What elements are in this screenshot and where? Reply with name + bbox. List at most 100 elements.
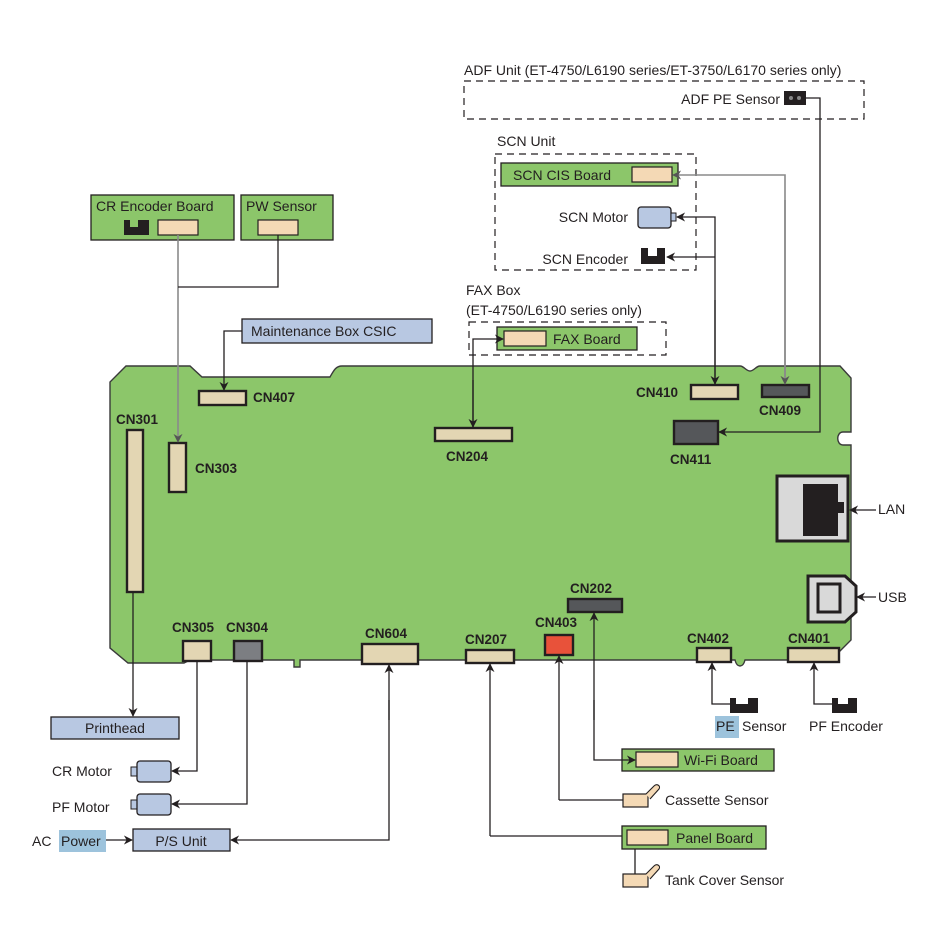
adf-unit-group: ADF Unit (ET-4750/L6190 series/ET-3750/L…: [463, 62, 865, 120]
printhead: Printhead: [50, 716, 180, 740]
pe-sensor-label: Sensor: [742, 718, 787, 734]
cr-encoder-board: CR Encoder Board: [90, 194, 235, 241]
ps-unit-label: P/S Unit: [155, 833, 206, 849]
wifi-board-label: Wi-Fi Board: [684, 752, 758, 768]
pe-sensor-prefix: PE: [716, 718, 735, 734]
pw-sensor-label: PW Sensor: [246, 198, 317, 214]
fax-box-sublabel: (ET-4750/L6190 series only): [466, 302, 642, 318]
ac-power-label: Power: [61, 833, 101, 849]
ps-unit: P/S Unit: [132, 828, 231, 852]
cr-motor-label: CR Motor: [52, 763, 112, 779]
usb-label: USB: [878, 589, 907, 605]
cn401-connector: [786, 646, 841, 664]
wire-cn604-ps: [230, 700, 390, 845]
cn304-connector: [232, 639, 264, 663]
scn-cis-connector: [631, 166, 673, 183]
fax-box-box: [468, 321, 667, 356]
cn410-connector: [689, 383, 740, 401]
scn-encoder-icon: [641, 248, 665, 264]
cn207-connector: [464, 648, 516, 665]
pe-sensor-icon: [730, 698, 758, 713]
scn-motor-icon: [637, 206, 677, 229]
wire-pw-cn303: [178, 235, 279, 288]
tank-cover-sensor-label: Tank Cover Sensor: [665, 872, 784, 888]
cn409-connector: [760, 383, 811, 399]
cn402-label: CN402: [687, 631, 729, 646]
wire-cn402-pe: [707, 662, 731, 705]
wire-maint-cn407: [219, 330, 242, 391]
cn411-connector: [672, 419, 720, 446]
cn301-connector: [125, 428, 145, 594]
ac-power-prefix: AC: [32, 833, 51, 849]
cn403-connector: [543, 633, 575, 657]
cn402-connector: [695, 646, 733, 664]
cn604-label: CN604: [365, 626, 408, 641]
main-board: [109, 365, 852, 668]
wire-adf-cn411: [718, 97, 821, 437]
cn305-connector: [181, 639, 213, 663]
cn204-label: CN204: [446, 449, 489, 464]
pf-encoder-icon: [832, 698, 857, 713]
cn410-label: CN410: [636, 385, 678, 400]
scn-encoder-label: SCN Encoder: [542, 251, 628, 267]
cn202-label: CN202: [570, 581, 612, 596]
adf-unit-label: ADF Unit (ET-4750/L6190 series/ET-3750/L…: [464, 62, 841, 78]
cn301-label: CN301: [116, 412, 159, 427]
cn202-connector: [566, 597, 624, 614]
printhead-label: Printhead: [85, 720, 145, 736]
cn403-label: CN403: [535, 615, 578, 630]
cr-encoder-sensor-icon: [124, 220, 149, 235]
wire-cn305-crmotor: [171, 661, 198, 776]
adf-pe-sensor-label: ADF PE Sensor: [681, 91, 780, 107]
scn-cis-board-label: SCN CIS Board: [513, 167, 611, 183]
panel-board: Panel Board: [621, 825, 767, 850]
wires: [106, 97, 876, 874]
fax-box-label: FAX Box: [466, 282, 520, 298]
cn207-label: CN207: [465, 632, 507, 647]
panel-board-label: Panel Board: [676, 830, 753, 846]
pf-motor-icon: [130, 793, 172, 816]
cn409-label: CN409: [759, 403, 801, 418]
cn303-label: CN303: [195, 461, 238, 476]
connectors: CN301 CN303 CN407 CN204 CN410 CN409 CN41…: [116, 383, 841, 666]
lan-label: LAN: [878, 501, 905, 517]
adf-unit-box: [463, 80, 865, 120]
tank-cover-sensor-icon: [622, 864, 661, 888]
cassette-sensor-label: Cassette Sensor: [665, 792, 769, 808]
wifi-board: Wi-Fi Board: [621, 748, 775, 772]
cr-encoder-board-label: CR Encoder Board: [96, 198, 214, 214]
fax-board-connector: [503, 330, 547, 347]
scn-unit-group: SCN Unit SCN CIS Board SCN Motor SCN Enc…: [494, 133, 697, 271]
cn304-label: CN304: [226, 620, 269, 635]
fax-board-label: FAX Board: [553, 331, 621, 347]
cn303-connector: [167, 441, 188, 494]
maintenance-box-csic: Maintenance Box CSIC: [241, 318, 433, 344]
cassette-sensor-icon: [622, 784, 661, 808]
cn305-label: CN305: [172, 620, 215, 635]
cn401-label: CN401: [788, 631, 831, 646]
pf-encoder-label: PF Encoder: [809, 718, 883, 734]
pw-sensor: PW Sensor: [240, 194, 334, 241]
scn-unit-box: [494, 153, 697, 271]
cn204-connector: [433, 426, 514, 443]
pf-motor-label: PF Motor: [52, 799, 110, 815]
ac-power: AC Power: [32, 830, 106, 852]
adf-pe-sensor-icon: [784, 91, 806, 105]
wire-cn401-pf: [809, 662, 832, 705]
scn-motor-label: SCN Motor: [559, 209, 629, 225]
lan-port: [775, 474, 850, 543]
fax-box-group: FAX Box (ET-4750/L6190 series only) FAX …: [466, 282, 667, 356]
pw-sensor-connector: [257, 219, 299, 236]
pe-highlight: [715, 716, 739, 738]
lan-jack-icon: [803, 484, 844, 536]
usb-port: [806, 574, 858, 624]
cn407-connector: [197, 389, 248, 407]
cn604-connector: [360, 642, 420, 666]
wire-cn202-wifi: [593, 700, 636, 765]
usb-socket-icon: [816, 582, 842, 614]
wire-cn304-pfmotor: [171, 661, 248, 809]
cn407-label: CN407: [253, 390, 295, 405]
cn411-label: CN411: [670, 452, 712, 467]
cr-encoder-connector: [157, 219, 199, 236]
